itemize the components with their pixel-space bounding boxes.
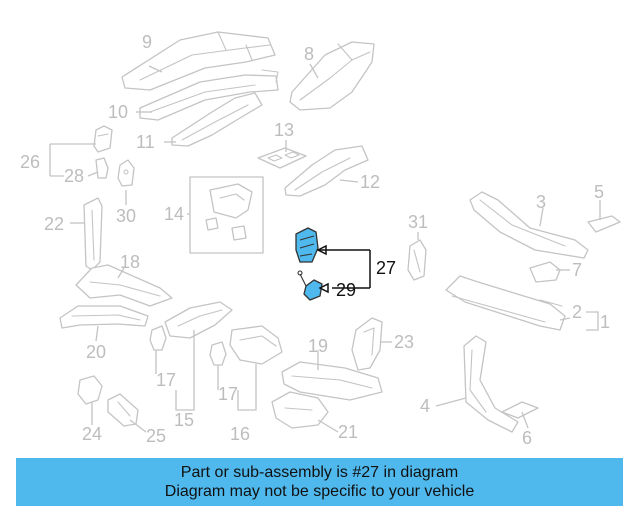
callout-30: 30 (116, 206, 136, 226)
callout-10: 10 (108, 102, 128, 122)
part-19-duct[interactable] (281, 361, 383, 401)
callout-20: 20 (86, 342, 106, 362)
part-4-duct[interactable] (463, 335, 519, 433)
callout-17-right: 17 (218, 384, 238, 404)
part-22-panel[interactable] (83, 197, 103, 271)
part-27-highlight[interactable] (295, 227, 319, 263)
callout-1: 1 (600, 312, 610, 332)
callout-12: 12 (360, 172, 380, 192)
part-23-duct[interactable] (351, 317, 383, 371)
banner-line-1: Part or sub-assembly is #27 in diagram (180, 464, 459, 481)
part-28-clip[interactable] (95, 157, 109, 179)
part-12-duct[interactable] (284, 145, 369, 197)
callout-26: 26 (20, 152, 40, 172)
part-30-clip[interactable] (117, 159, 135, 187)
part-11-duct[interactable] (171, 92, 263, 147)
callout-7: 7 (572, 260, 582, 280)
callout-28: 28 (64, 166, 84, 186)
part-10-duct[interactable] (139, 69, 279, 121)
part-2-duct[interactable] (445, 275, 566, 331)
callout-17-left: 17 (156, 370, 176, 390)
callout-24: 24 (82, 424, 102, 444)
part-17-clip-right[interactable] (209, 341, 227, 366)
callout-31: 31 (408, 212, 428, 232)
part-6-clip[interactable] (501, 401, 539, 419)
callout-23: 23 (394, 332, 414, 352)
callout-6: 6 (522, 428, 532, 448)
part-14-kit[interactable] (189, 176, 264, 254)
part-21-duct[interactable] (271, 391, 329, 429)
callout-16: 16 (230, 424, 250, 444)
callout-5: 5 (594, 182, 604, 202)
part-29-highlight[interactable] (297, 270, 323, 301)
part-17-clip-left[interactable] (149, 325, 167, 351)
info-banner: Part or sub-assembly is #27 in diagram D… (16, 458, 623, 506)
part-5-clip[interactable] (587, 215, 621, 233)
callout-9: 9 (142, 32, 152, 52)
callout-8: 8 (304, 44, 314, 64)
leader-lines (49, 63, 601, 433)
part-8-duct[interactable] (289, 41, 375, 111)
part-26-bracket[interactable] (93, 125, 113, 153)
callout-25: 25 (146, 426, 166, 446)
callout-15: 15 (174, 410, 194, 430)
callout-22: 22 (44, 214, 64, 234)
callout-13: 13 (274, 120, 294, 140)
callout-11: 11 (136, 132, 155, 152)
callout-21: 21 (338, 422, 358, 442)
part-9-duct[interactable] (121, 31, 276, 91)
callout-2: 2 (572, 302, 582, 322)
parts-diagram: 9 8 10 11 13 12 26 28 30 14 22 18 20 17 … (20, 31, 621, 448)
callout-3: 3 (536, 192, 546, 212)
part-18-duct[interactable] (75, 264, 173, 307)
callout-19: 19 (308, 336, 328, 356)
part-24-clip[interactable] (77, 375, 103, 405)
part-16-duct[interactable] (229, 325, 283, 365)
callout-18: 18 (120, 252, 140, 272)
part-13-bracket[interactable] (257, 147, 307, 169)
callout-29: 29 (336, 280, 356, 300)
part-3-duct[interactable] (469, 191, 589, 259)
part-25-connector[interactable] (107, 393, 139, 427)
leader-lines-27 (316, 244, 371, 294)
part-20-duct[interactable] (59, 305, 149, 329)
part-15-duct[interactable] (164, 301, 233, 339)
callout-14: 14 (164, 204, 184, 224)
callout-27: 27 (376, 258, 396, 278)
callout-4: 4 (420, 396, 430, 416)
banner-line-2: Diagram may not be specific to your vehi… (164, 483, 475, 500)
part-31-bracket[interactable] (407, 239, 427, 281)
part-7-clip[interactable] (529, 261, 561, 283)
